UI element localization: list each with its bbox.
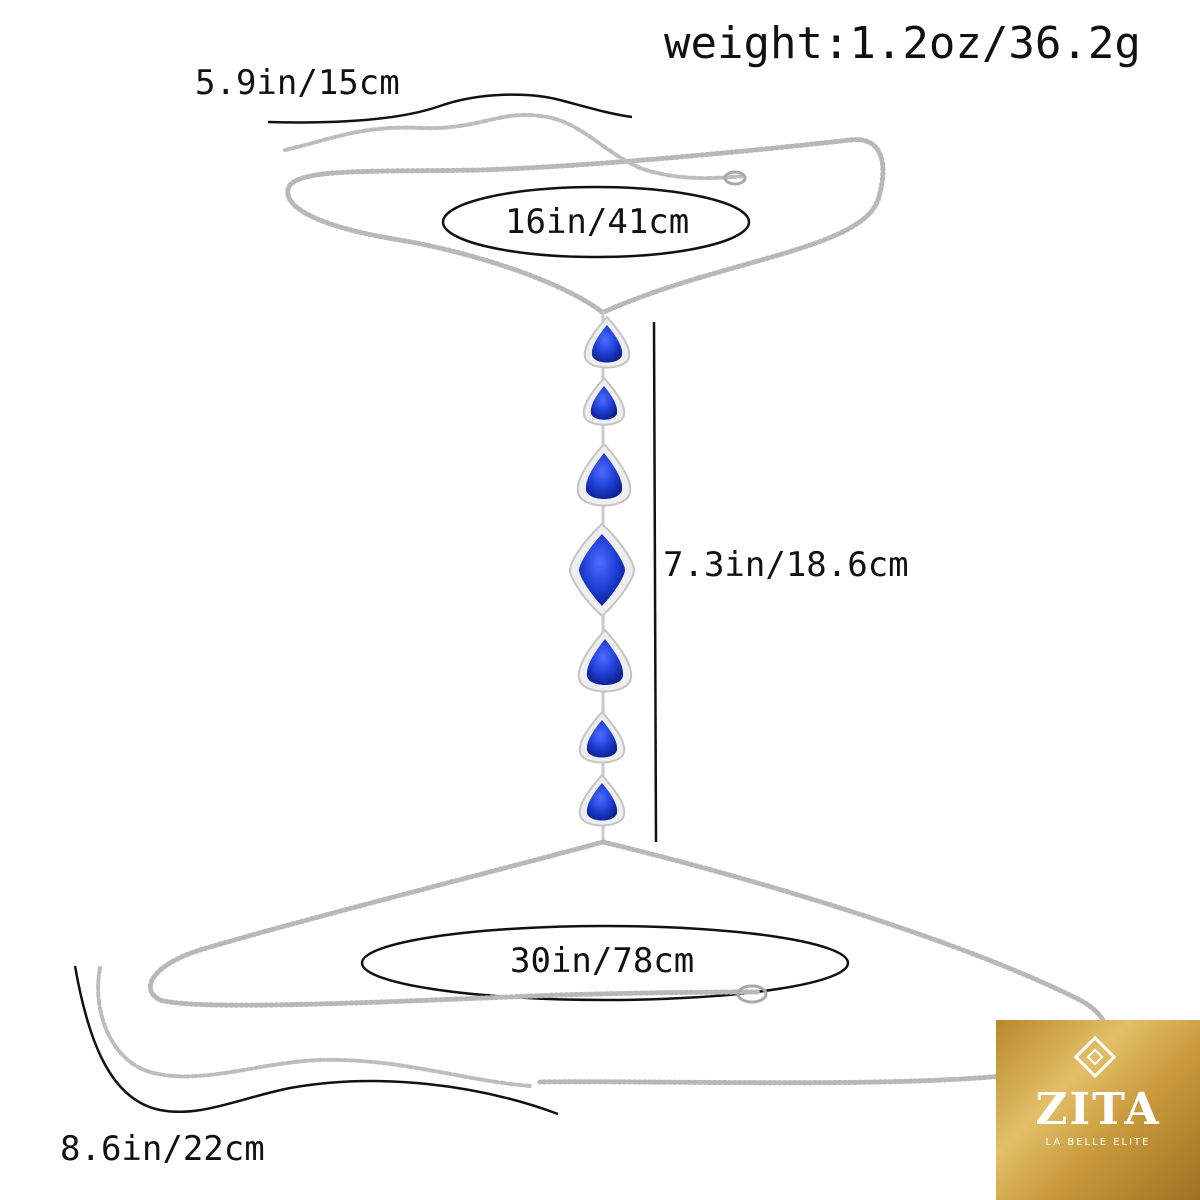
waist-clasp-icon [736,984,768,1004]
stone-2-icon [582,376,626,426]
waist-chain [148,839,763,1008]
neck-chain-ellipse [441,185,751,259]
weight-label: weight:1.2oz/36.2g [664,18,1141,69]
center-drop-label: 7.3in/18.6cm [663,545,909,585]
strap-extension-label: 5.9in/15cm [195,63,400,103]
waist-extension-curve [73,965,559,1116]
center-drop-line [652,321,658,843]
brand-tagline: LA BELLE ELITE [1045,1137,1151,1148]
stones [568,315,636,827]
waist-extension-chain [96,966,532,1088]
strap-extension-curve [267,93,633,124]
stone-1-icon [583,315,631,369]
waist-chain-ellipse [360,924,850,1002]
stone-6-icon [578,710,626,764]
neck-clasp-icon [723,170,747,186]
stone-4-icon [568,522,636,618]
diamond-logo-icon [1073,1035,1117,1079]
neck-chain-label: 16in/41cm [505,202,690,242]
strap-extension-chain [283,112,747,181]
stone-3-icon [576,442,632,507]
brand-name: ZITA [1035,1084,1161,1135]
brand-badge: ZITA LA BELLE ELITE [996,1020,1200,1200]
stone-5-icon [577,628,633,693]
stone-7-icon [578,773,626,827]
waist-chain-label: 30in/78cm [510,941,695,981]
clasps [723,170,768,1004]
neck-chain [285,137,886,315]
waist-extension-label: 8.6in/22cm [60,1129,265,1169]
